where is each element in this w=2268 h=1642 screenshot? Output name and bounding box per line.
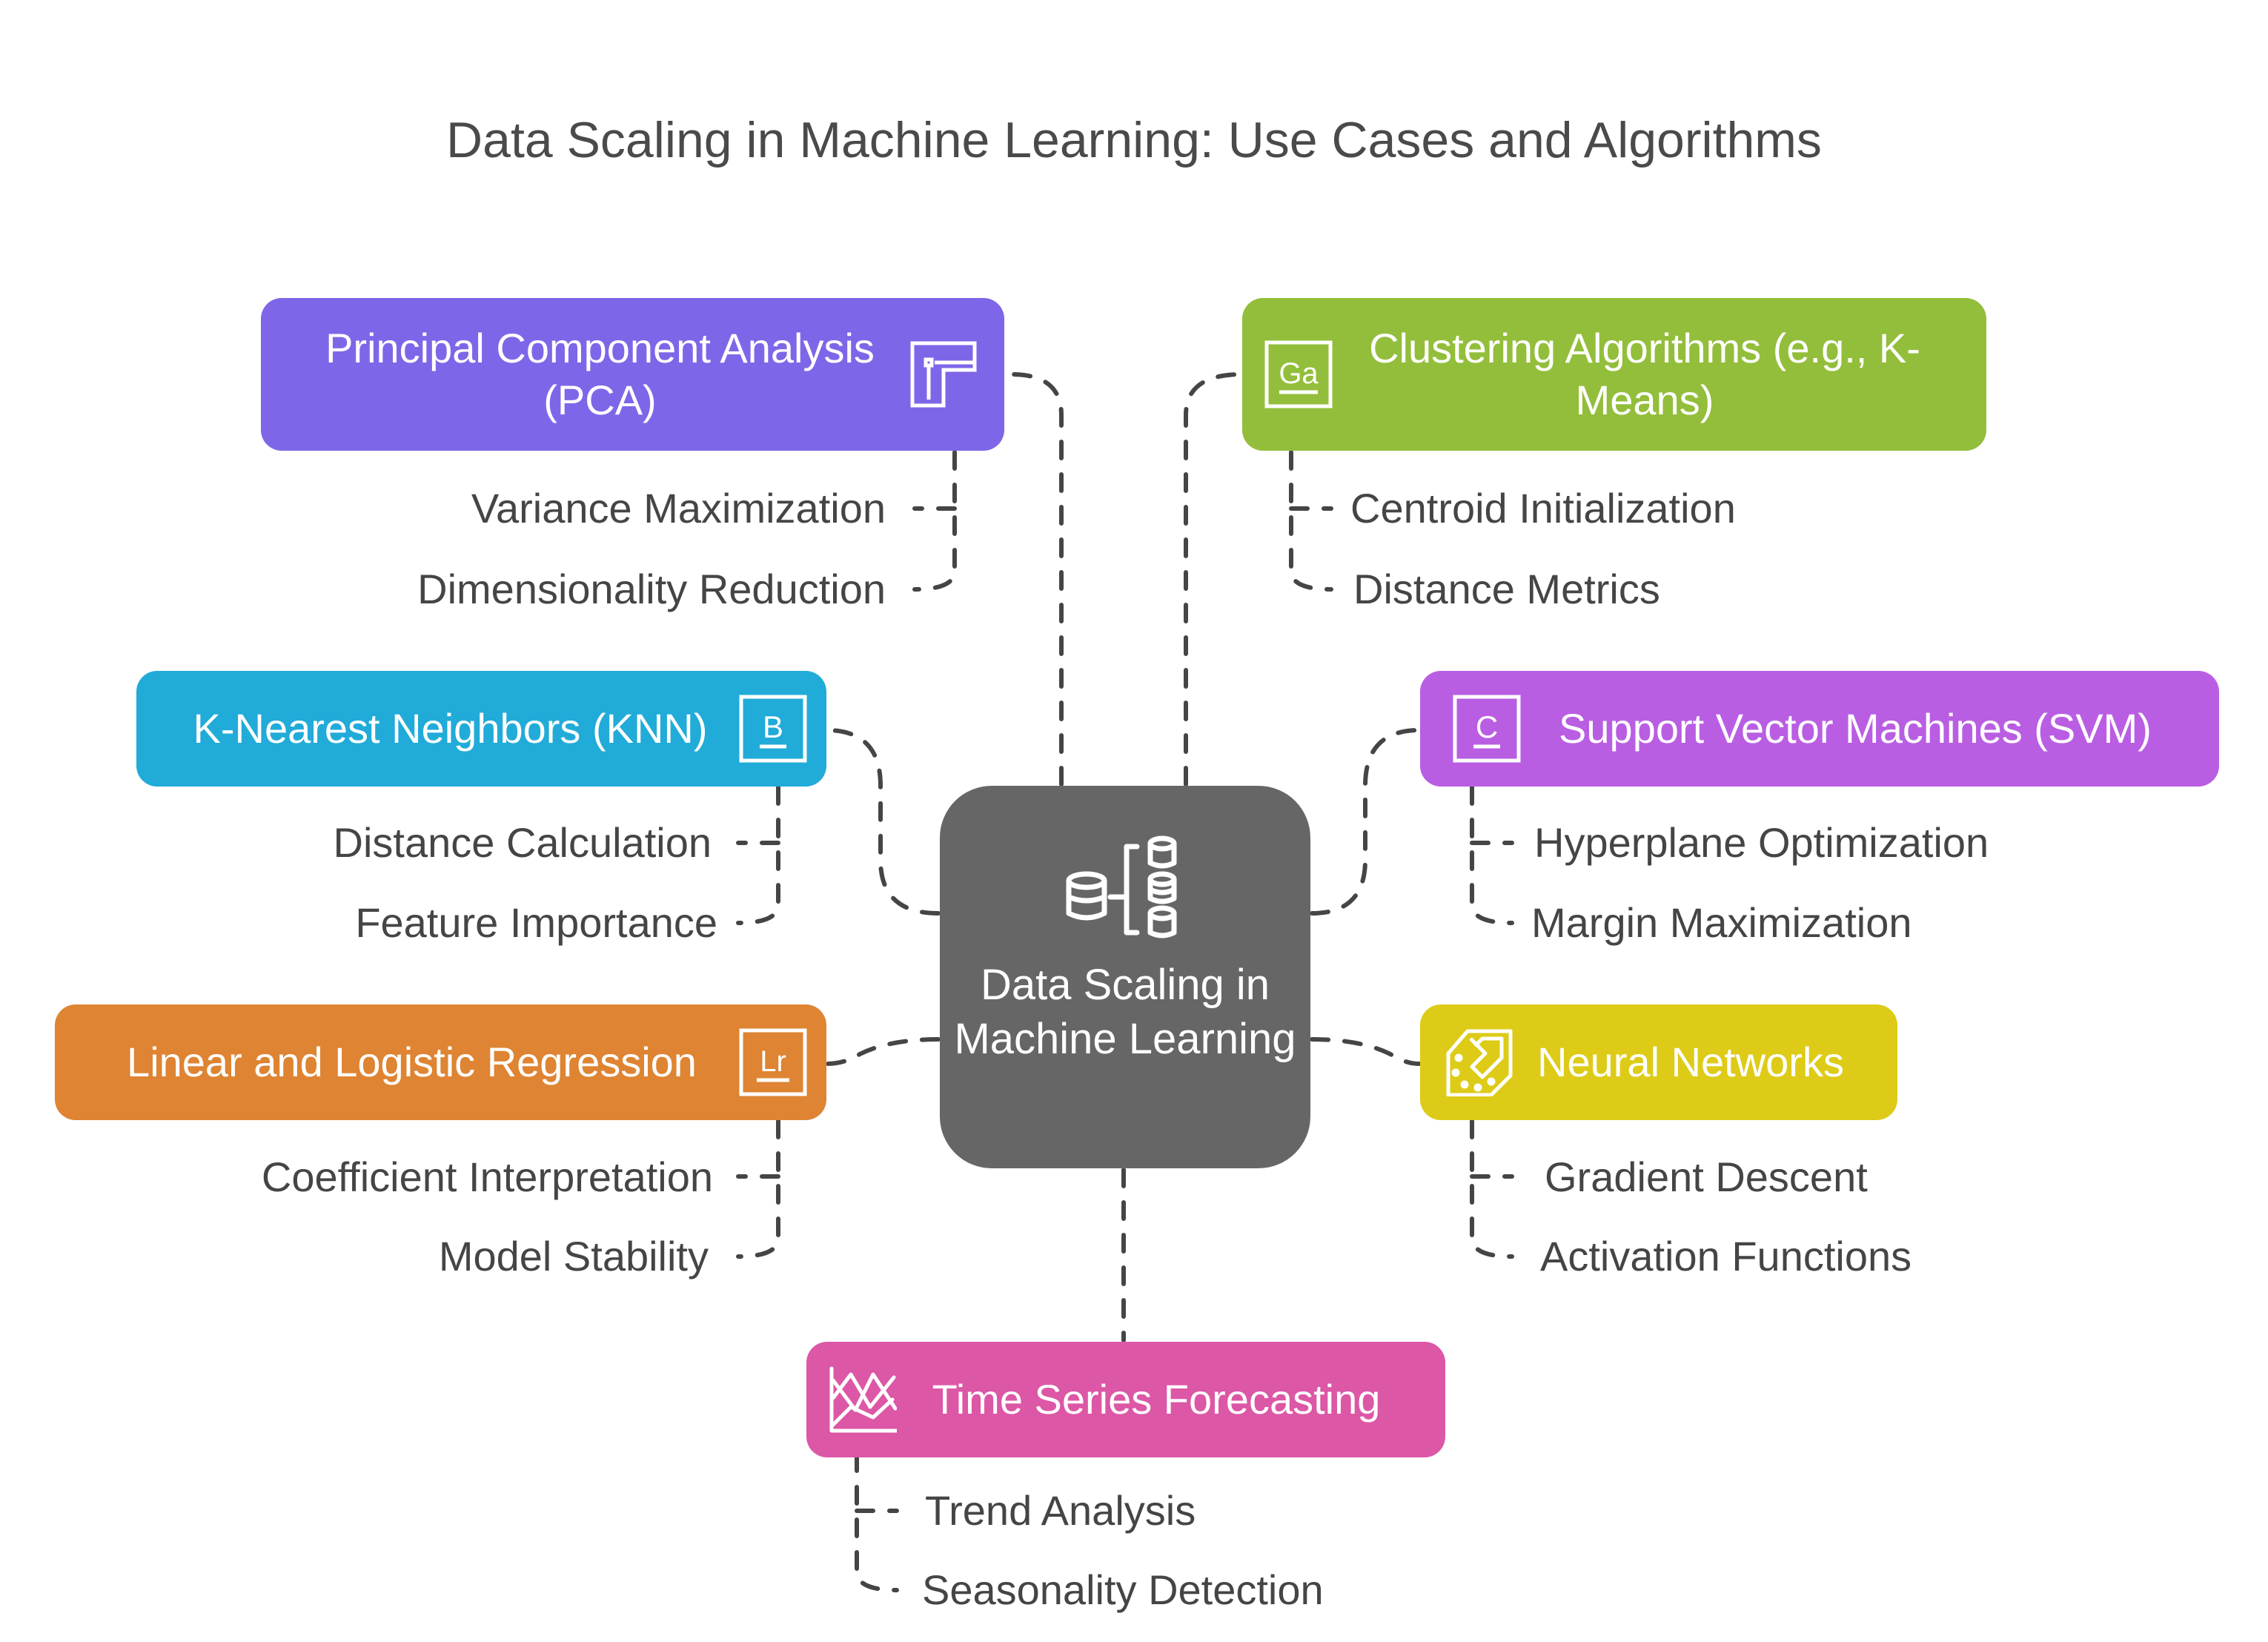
node-neural-networks[interactable]: Neural Networks [1420, 1004, 1897, 1120]
connector-timeseries-children [855, 1452, 899, 1592]
database-hierarchy-icon [1066, 830, 1184, 941]
node-knn[interactable]: K-Nearest Neighbors (KNN) B [136, 671, 826, 787]
connector-center-regression [824, 1037, 941, 1066]
node-time-series[interactable]: Time Series Forecasting [806, 1342, 1445, 1457]
child-timeseries-seasonality-detection: Seasonality Detection [922, 1566, 1324, 1613]
connector-svm-children [1470, 785, 1514, 925]
node-pca[interactable]: Principal Component Analysis (PCA) [261, 298, 1004, 451]
svg-text:Ga: Ga [1279, 357, 1319, 390]
diagram-title: Data Scaling in Machine Learning: Use Ca… [446, 112, 1822, 168]
child-regression-model-stability: Model Stability [438, 1233, 709, 1279]
child-neural-activation-functions: Activation Functions [1540, 1233, 1912, 1279]
svg-text:Lr: Lr [760, 1045, 786, 1078]
child-clustering-distance-metrics: Distance Metrics [1353, 566, 1660, 612]
child-knn-feature-importance: Feature Importance [355, 899, 717, 946]
node-label: Principal Component Analysis (PCA) [325, 325, 875, 423]
connector-regression-children [736, 1119, 780, 1259]
ga-letter-icon: Ga [1264, 340, 1333, 408]
node-label: Clustering Algorithms (e.g., K-Means) [1369, 325, 1920, 423]
center-node[interactable]: Data Scaling in Machine Learning [940, 786, 1310, 1168]
child-pca-dimensionality-reduction: Dimensionality Reduction [417, 566, 886, 612]
node-label: K-Nearest Neighbors (KNN) [193, 705, 708, 752]
connector-center-knn [824, 728, 941, 916]
child-regression-coefficient-interpretation: Coefficient Interpretation [261, 1153, 713, 1200]
connector-center-neural [1310, 1037, 1422, 1066]
child-svm-margin-maximization: Margin Maximization [1531, 899, 1912, 946]
svg-text:B: B [763, 709, 783, 744]
node-label: Neural Networks [1537, 1039, 1844, 1085]
line-chart-icon [829, 1365, 897, 1434]
frame-corner-icon [909, 340, 978, 408]
node-label: Time Series Forecasting [932, 1376, 1381, 1423]
connector-center-pca [1009, 372, 1064, 787]
svg-text:C: C [1476, 709, 1498, 744]
connector-neural-children [1470, 1119, 1514, 1259]
connector-center-svm [1310, 728, 1422, 916]
child-pca-variance-maximization: Variance Maximization [471, 485, 886, 532]
connector-center-clustering [1184, 372, 1244, 787]
node-regression[interactable]: Linear and Logistic Regression Lr [55, 1004, 826, 1120]
node-svm[interactable]: C Support Vector Machines (SVM) [1420, 671, 2219, 787]
child-timeseries-trend-analysis: Trend Analysis [925, 1487, 1196, 1534]
circuit-arrow-icon [1445, 1028, 1513, 1096]
b-letter-icon: B [739, 695, 807, 763]
node-label: Support Vector Machines (SVM) [1559, 705, 2152, 752]
connector-clustering-children [1289, 450, 1333, 592]
child-neural-gradient-descent: Gradient Descent [1545, 1153, 1868, 1200]
c-letter-icon: C [1453, 695, 1521, 763]
child-svm-hyperplane-optimization: Hyperplane Optimization [1534, 819, 1989, 866]
lr-letter-icon: Lr [739, 1028, 807, 1096]
connector-knn-children [736, 785, 780, 925]
child-knn-distance-calculation: Distance Calculation [333, 819, 712, 866]
child-clustering-centroid-initialization: Centroid Initialization [1350, 485, 1736, 532]
node-clustering[interactable]: Ga Clustering Algorithms (e.g., K-Means) [1242, 298, 1986, 451]
center-label: Data Scaling in Machine Learning [954, 961, 1296, 1063]
connector-pca-children [912, 450, 957, 592]
node-label: Linear and Logistic Regression [127, 1039, 697, 1085]
